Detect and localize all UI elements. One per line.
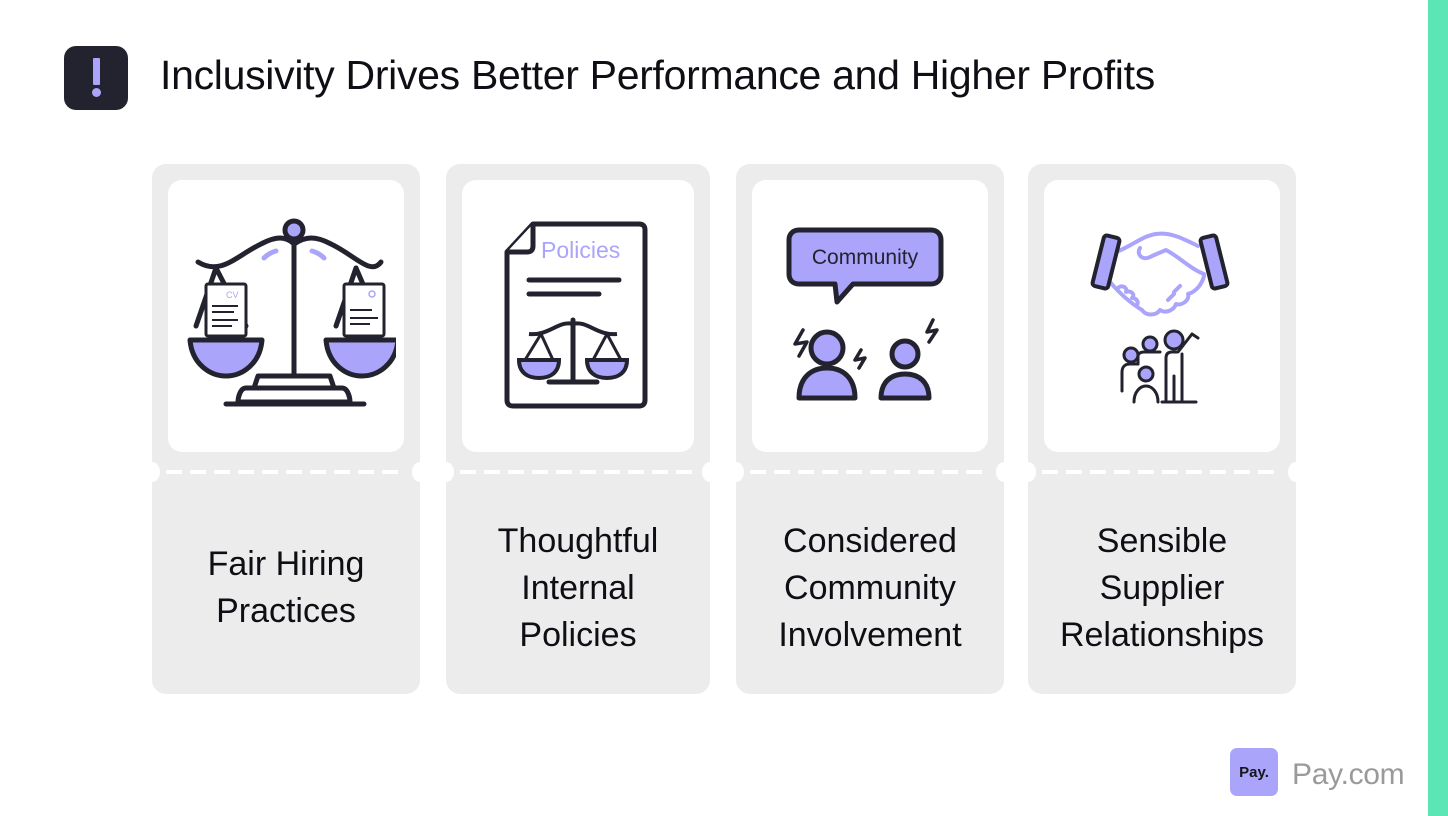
- perforation-notch: [438, 462, 454, 482]
- perforation-notch: [412, 462, 428, 482]
- exclamation-icon: [64, 46, 128, 110]
- community-label: Community: [812, 246, 919, 269]
- card-illustration-panel: [1044, 180, 1280, 452]
- perforation-notch: [728, 462, 744, 482]
- perforation-notch: [144, 462, 160, 482]
- perforation-notch: [702, 462, 718, 482]
- card-illustration-panel: Policies: [462, 180, 694, 452]
- cv-label: CV: [226, 290, 239, 300]
- policies-label: Policies: [541, 237, 620, 263]
- handshake-group-icon: [1090, 231, 1230, 404]
- perforation-line: [750, 470, 990, 474]
- scales-cv-icon: CV: [187, 218, 396, 407]
- accent-strip: [1428, 0, 1448, 816]
- page-title: Inclusivity Drives Better Performance an…: [160, 52, 1155, 98]
- policy-document-icon: Policies: [504, 221, 648, 409]
- pay-logo-badge: Pay.: [1230, 748, 1278, 796]
- perforation-notch: [1020, 462, 1036, 482]
- perforation-notch: [996, 462, 1012, 482]
- perforation-line: [1042, 470, 1282, 474]
- pay-logo-text: Pay.com: [1292, 758, 1405, 791]
- perforation-line: [460, 470, 696, 474]
- perforation-notch: [1288, 462, 1304, 482]
- card-illustration-panel: CV: [168, 180, 404, 452]
- community-discussion-icon: Community: [786, 227, 944, 401]
- card-illustration-panel: Community: [752, 180, 988, 452]
- perforation-line: [166, 470, 406, 474]
